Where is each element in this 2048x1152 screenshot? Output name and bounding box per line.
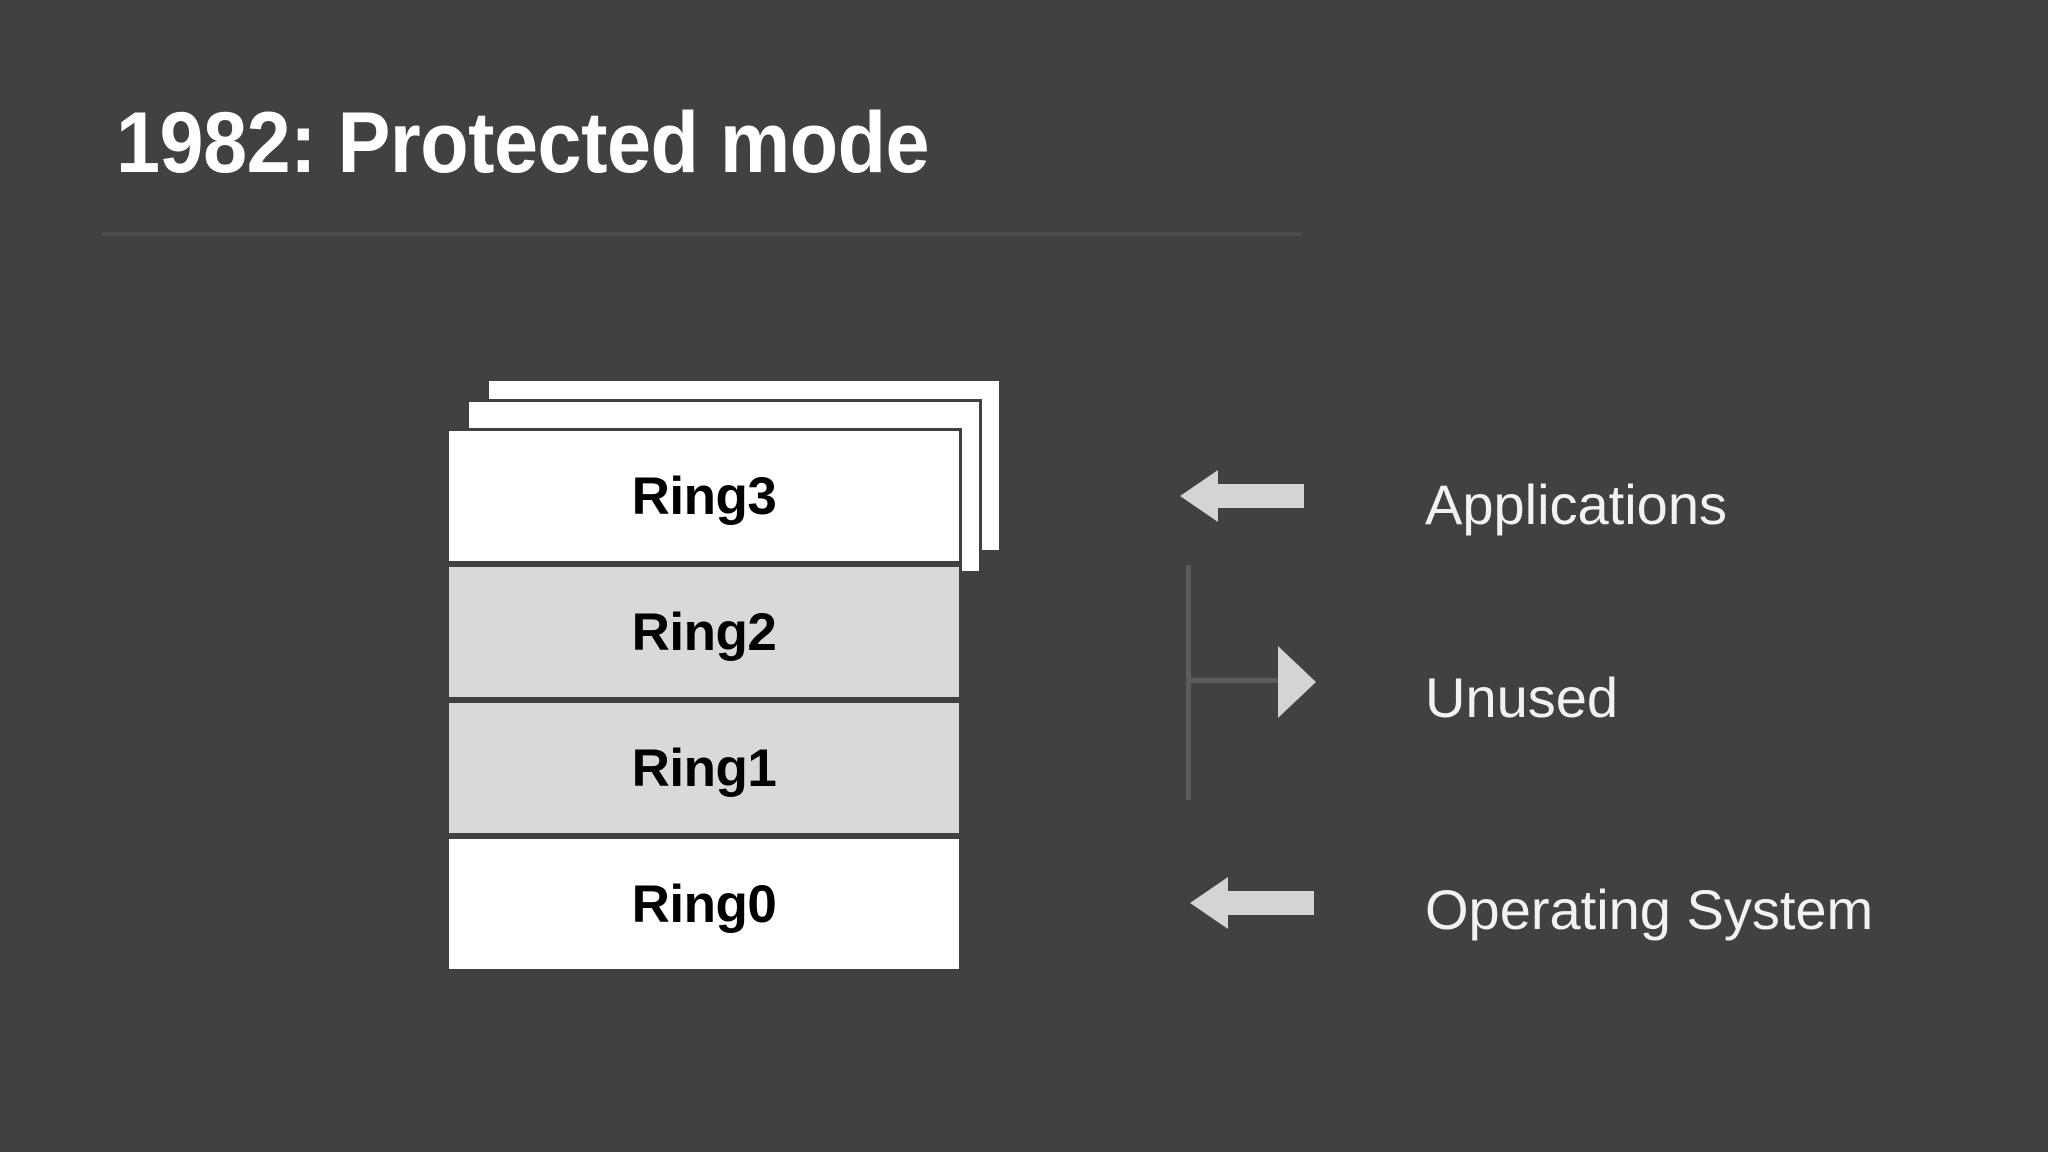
title-divider	[101, 232, 1302, 236]
ring-row-label: Ring0	[631, 874, 777, 934]
ring-row-ring0[interactable]: Ring0	[446, 836, 962, 972]
annotation-label-applications: Applications	[1425, 473, 1727, 536]
annotation-label-unused: Unused	[1425, 666, 1619, 729]
left-arrow-icon	[1180, 470, 1304, 522]
ring-row-label: Ring2	[631, 602, 777, 662]
ring-row-ring1[interactable]: Ring1	[446, 700, 962, 836]
ring-row-ring2[interactable]: Ring2	[446, 564, 962, 700]
ring-row-label: Ring1	[631, 738, 777, 798]
left-arrow-icon	[1190, 877, 1314, 929]
ring-row-ring3[interactable]: Ring3	[446, 428, 962, 564]
ring-stack-diagram: Ring3 Ring2 Ring1 Ring0	[446, 378, 1002, 972]
ring-row-label: Ring3	[631, 466, 777, 526]
annotation-label-operating-system: Operating System	[1425, 878, 1874, 941]
brace-right-triangle-icon	[1186, 565, 1316, 800]
page-title: 1982: Protected mode	[116, 95, 930, 191]
